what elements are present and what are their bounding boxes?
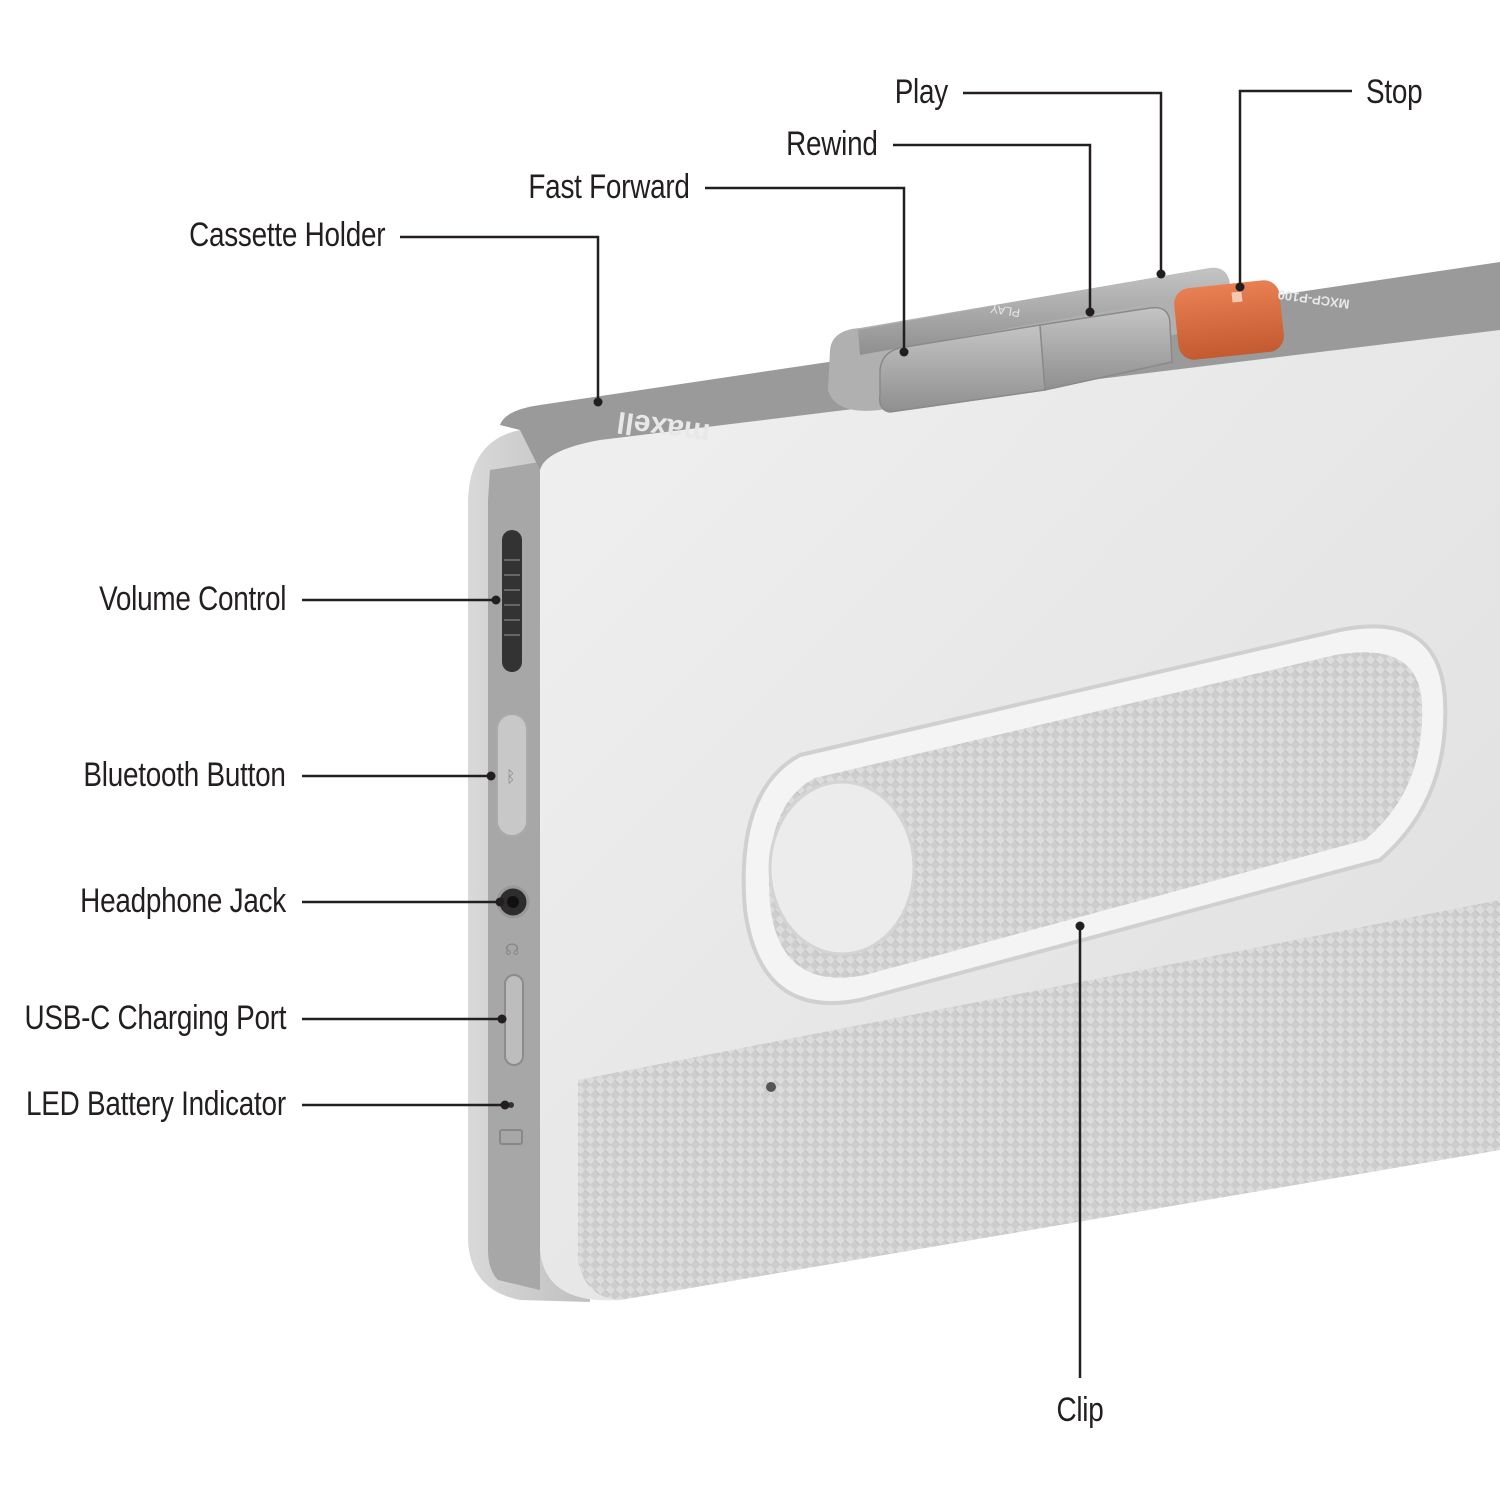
usb-c-port-shape (504, 974, 524, 1066)
label-led-indicator: LED Battery Indicator (26, 1085, 286, 1123)
label-clip: Clip (1056, 1391, 1104, 1429)
leader-cassette-holder (400, 235, 600, 402)
volume-wheel (502, 530, 522, 672)
clip-round-button (768, 780, 916, 956)
leader-stop (1238, 89, 1352, 287)
mic-hole (766, 1082, 776, 1092)
leader-play (963, 91, 1163, 274)
player-side-inner (488, 462, 540, 1290)
label-stop: Stop (1366, 73, 1423, 111)
leader-rewind (893, 143, 1092, 312)
headphone-jack-core (507, 896, 519, 908)
label-headphone-jack: Headphone Jack (80, 882, 286, 920)
label-cassette-holder: Cassette Holder (188, 216, 385, 254)
leader-lines (302, 89, 1352, 1378)
label-usb-c-port: USB-C Charging Port (24, 999, 286, 1037)
stop-button-shape (1174, 280, 1284, 360)
label-rewind: Rewind (786, 125, 878, 163)
headphone-icon: ☊ (505, 940, 519, 959)
clip-knurl-surface (768, 652, 1423, 978)
play-marking: PLAY (989, 301, 1021, 319)
led-indicator-shape (508, 1102, 514, 1108)
volume-wheel-ridges (504, 559, 520, 636)
label-fast-forward: Fast Forward (528, 168, 691, 206)
label-volume-control: Volume Control (98, 580, 286, 618)
leader-fast-forward (705, 186, 906, 352)
label-play: Play (894, 73, 949, 111)
rewind-button-shape (1039, 306, 1173, 391)
leader-endpoints (486, 269, 1245, 1110)
label-bluetooth-button: Bluetooth Button (83, 756, 286, 794)
play-button-shape (858, 267, 1230, 355)
battery-icon (499, 1129, 523, 1145)
bluetooth-button-shape (496, 713, 528, 837)
bottom-knurl-panel (578, 900, 1500, 1300)
stop-button-icon (1231, 291, 1243, 303)
bluetooth-icon: ᛒ (506, 767, 516, 786)
